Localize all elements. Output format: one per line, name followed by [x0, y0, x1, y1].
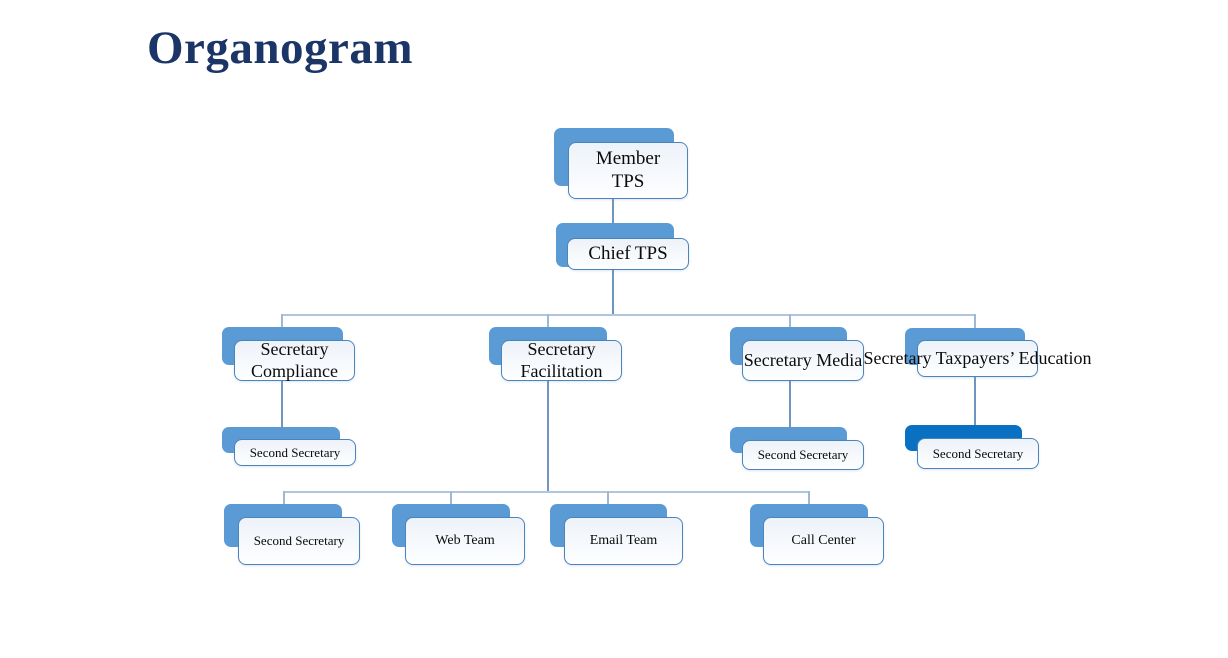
- page-title: Organogram: [147, 22, 414, 74]
- node-label: Secretary Media: [743, 349, 863, 370]
- node-label: Second Secretary: [253, 533, 345, 549]
- node-label: Secretary Compliance: [251, 339, 338, 381]
- connector-level4-horizontal: [283, 491, 809, 493]
- node-label: Call Center: [791, 532, 856, 548]
- node-label: Web Team: [435, 532, 495, 548]
- connector-level2-horizontal: [281, 314, 976, 316]
- connector-chief-down: [612, 269, 614, 315]
- connector-drop-email-team: [607, 491, 609, 505]
- node-label: Email Team: [589, 532, 658, 548]
- connector-drop-web-team: [450, 491, 452, 505]
- connector-drop-taxpayers: [974, 314, 976, 329]
- connector-drop-media: [789, 314, 791, 328]
- connector-media-secondsec: [789, 380, 791, 427]
- connector-member-chief: [612, 198, 614, 224]
- node-label: Member TPS: [595, 148, 661, 192]
- node-label: Second Secretary: [757, 447, 849, 463]
- node-label: Second Secretary: [249, 444, 341, 460]
- connector-facilitation-down: [547, 380, 549, 493]
- connector-drop-secondsec-facilitation: [283, 491, 285, 505]
- connector-drop-facilitation: [547, 314, 549, 328]
- node-label: Secretary Facilitation: [520, 339, 603, 381]
- node-label: Secretary Taxpayers’ Education: [863, 347, 1092, 368]
- connector-compliance-secondsec: [281, 380, 283, 427]
- connector-taxpayers-secondsec: [974, 370, 976, 425]
- connector-drop-call-center: [808, 491, 810, 505]
- node-label: Second Secretary: [932, 445, 1024, 461]
- node-label: Chief TPS: [588, 242, 668, 264]
- connector-drop-compliance: [281, 314, 283, 328]
